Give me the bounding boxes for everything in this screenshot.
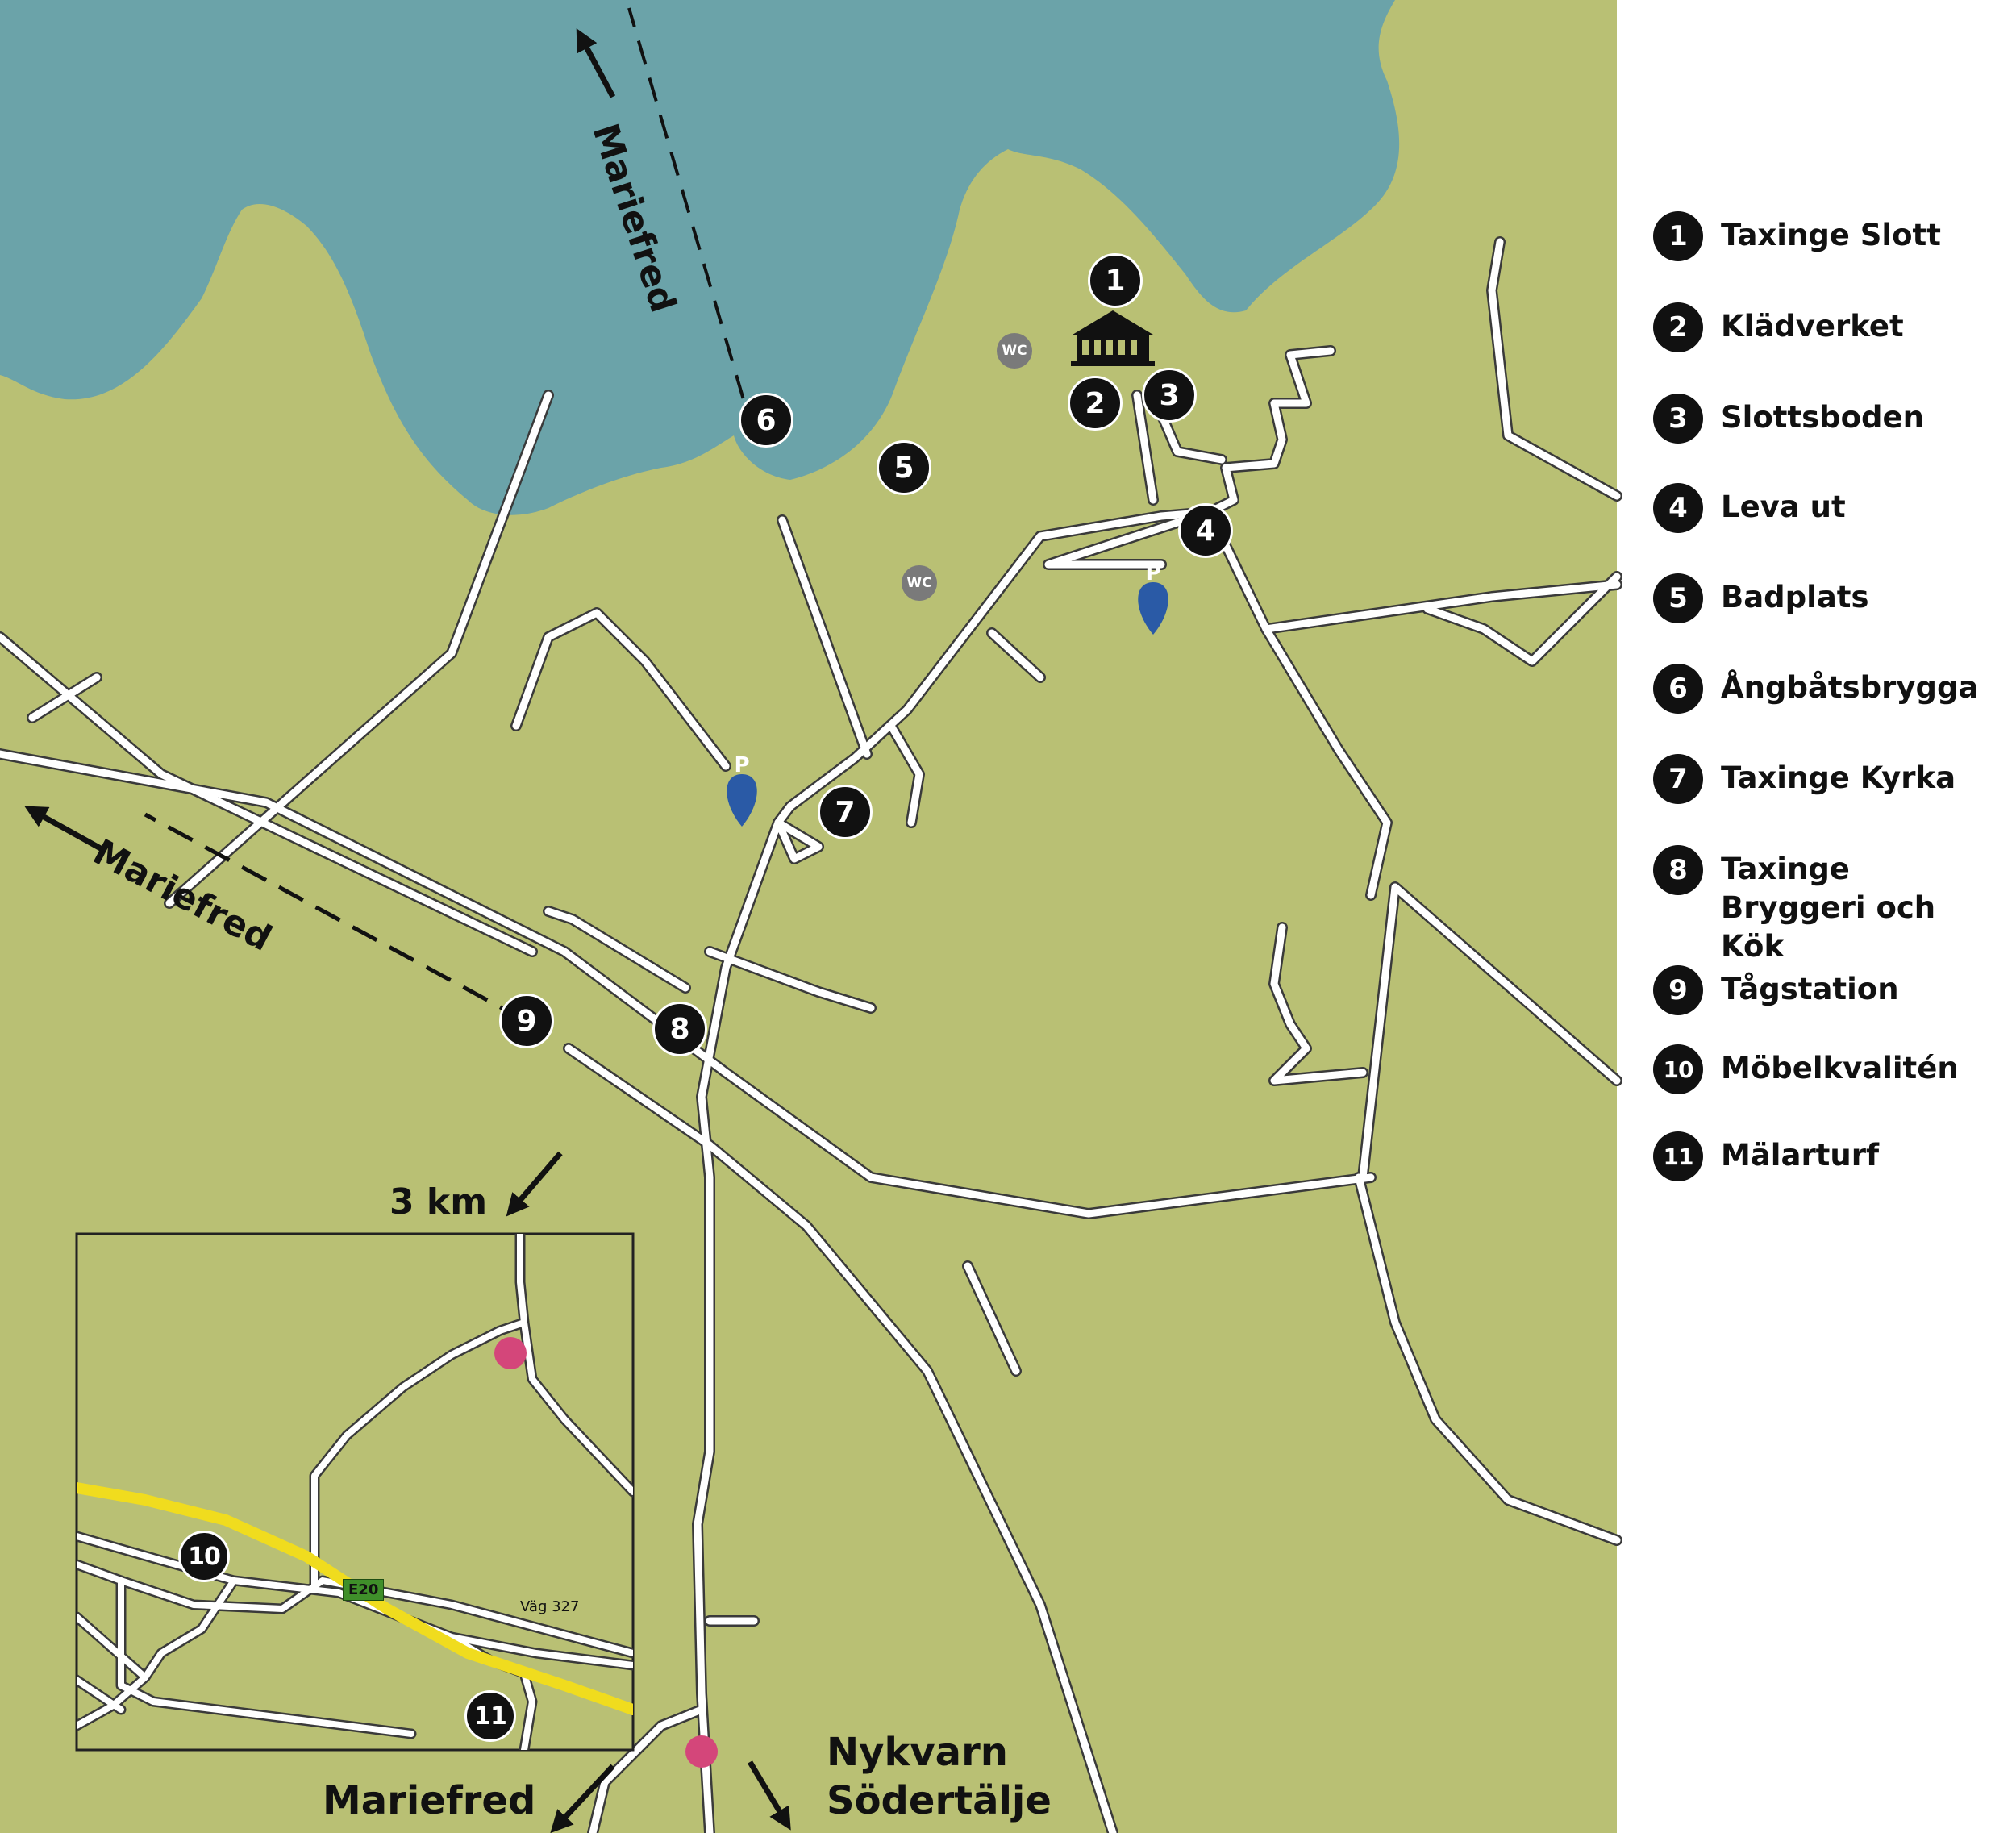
marker-9[interactable]: 9 [499,994,554,1048]
legend-number: 4 [1653,483,1703,533]
legend-label: Taxinge Bryggeri och Kök [1721,852,1936,964]
legend-number: 3 [1653,394,1703,444]
legend-label: Möbelkvalitén [1721,1051,1959,1085]
marker-11[interactable]: 11 [464,1690,516,1742]
legend-label: Mälarturf [1721,1138,1880,1173]
legend-label: Tågstation [1721,972,1899,1006]
legend-number: 6 [1653,664,1703,714]
legend-item: 11 Mälarturf [1653,1131,1879,1181]
wc-icon: WC [997,333,1032,369]
legend-item: 10 Möbelkvalitén [1653,1044,1959,1094]
legend-label: Slottsboden [1721,400,1924,435]
destination-dot [685,1735,718,1768]
marker-2[interactable]: 2 [1068,376,1123,431]
label-nykvarn: Nykvarn [827,1730,1008,1775]
legend-label: Taxinge Slott [1721,218,1941,252]
marker-6[interactable]: 6 [739,393,793,448]
legend-item: 7 Taxinge Kyrka [1653,754,1956,804]
legend-label: Badplats [1721,580,1869,614]
parking-label: P [734,753,750,777]
legend-label: Ångbåtsbrygga [1721,670,1979,705]
destination-dot [494,1337,527,1369]
legend-item: 5 Badplats [1653,573,1869,623]
road-network [0,236,1622,1833]
legend-item: 8 Taxinge Bryggeri och Kök [1653,845,1987,966]
marker-7[interactable]: 7 [818,785,873,839]
legend-label: Klädverket [1721,309,1904,344]
inset-map [75,1232,635,1752]
lake [0,0,1400,515]
arrow-icon [506,1151,563,1217]
parking-pin-icon [1138,582,1168,635]
rail-line [144,812,526,1023]
marker-1[interactable]: 1 [1088,253,1143,308]
legend-label: Taxinge Kyrka [1721,760,1956,795]
legend-number: 9 [1653,965,1703,1015]
castle-icon [1071,310,1155,366]
legend-number: 11 [1653,1131,1703,1181]
marker-8[interactable]: 8 [652,1002,707,1056]
arrow-icon [24,806,106,854]
legend-item: 9 Tågstation [1653,965,1899,1015]
parking-pin: P [1133,558,1173,618]
arrow-icon [576,28,616,98]
legend-item: 4 Leva ut [1653,483,1846,533]
legend-number: 8 [1653,845,1703,895]
direction-arrows [24,28,791,1833]
label-mariefred-road: Mariefred [323,1778,536,1823]
legend-number: 10 [1653,1044,1703,1094]
label-distance: 3 km [389,1181,488,1223]
arrow-icon [747,1760,791,1831]
marker-3[interactable]: 3 [1142,368,1197,423]
legend-label: Leva ut [1721,489,1846,524]
e20-shield: E20 [343,1579,385,1601]
arrow-icon [550,1764,615,1833]
legend-number: 7 [1653,754,1703,804]
legend-item: 3 Slottsboden [1653,394,1924,444]
legend-number: 2 [1653,302,1703,352]
parking-label: P [1145,561,1161,585]
marker-10[interactable]: 10 [178,1531,230,1582]
parking-pin: P [722,750,762,810]
marker-4[interactable]: 4 [1178,503,1233,558]
marker-5[interactable]: 5 [877,440,931,495]
wc-icon: WC [902,565,937,601]
ferry-route [627,7,756,436]
legend-item: 6 Ångbåtsbrygga [1653,664,1978,714]
label-vag327: Väg 327 [520,1598,580,1615]
legend-item: 1 Taxinge Slott [1653,211,1941,261]
label-sodertalje: Södertälje [827,1778,1052,1823]
legend-item: 2 Klädverket [1653,302,1904,352]
parking-pin-icon [727,774,757,827]
legend-number: 5 [1653,573,1703,623]
legend-number: 1 [1653,211,1703,261]
